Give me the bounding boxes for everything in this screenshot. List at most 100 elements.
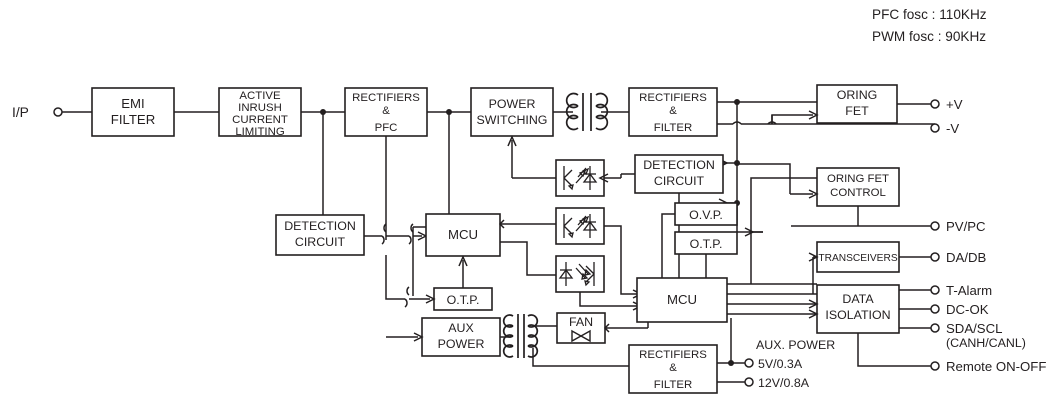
output-label-plus-v: +V: [946, 97, 963, 112]
optocoupler-1: [555, 159, 605, 197]
rect-pfc-label-line2: &: [382, 105, 390, 117]
terminal-da-db: [930, 252, 940, 262]
input-label: I/P: [12, 105, 29, 120]
arrow-into-power-switching: [507, 135, 517, 147]
wire-oringctrl-sense: [737, 163, 791, 194]
rect-filter-label-line3: FILTER: [654, 122, 692, 134]
arrow-into-mcu-pri-right: [498, 219, 505, 229]
mcu-secondary-label: MCU: [667, 292, 697, 307]
wire-into-oringctrl-top: [750, 177, 817, 284]
arrow-opto1-left: [598, 173, 609, 183]
wire-plus-rail-to-otp: [736, 203, 763, 233]
wire-hop-otp-1: [404, 286, 410, 308]
wire-hop-minus-v: [732, 121, 742, 125]
terminal-aux-12v: [744, 377, 754, 387]
output-label-sda-scl-line2: (CANH/CANL): [946, 336, 1026, 350]
arrow-into-oring-fet-control: [808, 189, 819, 199]
inrush-label-line1: ACTIVE: [239, 90, 281, 102]
note-pfc-fosc: PFC fosc : 110KHz: [872, 7, 987, 22]
arrow-otp-pri-to-mcu: [458, 255, 468, 267]
inrush-label-line4: LIMITING: [235, 126, 285, 138]
output-label-minus-v: -V: [946, 121, 959, 136]
power-switching-label-line1: POWER: [489, 97, 536, 111]
inrush-label-line3: CURRENT: [232, 114, 288, 126]
aux-power-label-line1: AUX: [448, 321, 473, 335]
arrow-otp-sense: [744, 227, 755, 237]
rect-filter-label-line2: &: [669, 105, 677, 117]
terminal-minus-v: [930, 123, 940, 133]
wire-hop-detection-1: [381, 223, 387, 245]
oring-fet-label-line1: ORING: [837, 88, 878, 102]
block-data-isolation: [816, 284, 900, 334]
ovp-label: O.V.P.: [689, 208, 723, 222]
block-power-switching: [470, 87, 554, 137]
block-active-inrush-current-limiting: [218, 87, 302, 137]
mcu-primary-label: MCU: [448, 227, 478, 242]
arrow-into-fan: [603, 323, 610, 333]
arrow-into-data-isolation-b: [808, 309, 819, 319]
block-mcu-primary: [425, 213, 501, 257]
block-detection-circuit-secondary: [634, 154, 724, 194]
oring-fet-control-label-line1: ORING FET: [827, 173, 889, 185]
optocoupler-2: [555, 207, 605, 245]
terminal-sda-scl: [930, 323, 940, 333]
otp-primary-label: O.T.P.: [447, 293, 480, 307]
detection-pri-label-line1: DETECTION: [284, 219, 356, 233]
rect-filter-aux-label-line1: RECTIFIERS: [639, 349, 707, 361]
fan-label: FAN: [569, 315, 593, 329]
rect-filter-aux-label-line2: &: [669, 362, 677, 374]
wire-mcu-pri-to-opto3: [500, 241, 545, 276]
block-rectifiers-pfc: [344, 87, 428, 137]
note-pwm-fosc: PWM fosc : 90KHz: [872, 29, 986, 44]
terminal-remote-on-off: [930, 361, 940, 371]
oring-fet-control-label-line2: CONTROL: [830, 187, 886, 199]
terminal-pv-pc: [930, 221, 940, 231]
inrush-label-line2: INRUSH: [238, 102, 282, 114]
wire-pfc-sense-down: [448, 112, 471, 228]
output-label-aux-12v: 12V/0.8A: [758, 376, 810, 390]
wire-opto3-out-to-mcu-sec: [579, 292, 637, 307]
block-detection-circuit-primary: [275, 214, 365, 256]
block-oring-fet-control: [816, 167, 900, 207]
wire-ovp-to-mcu: [661, 213, 675, 290]
wire-opto2-out-to-mcu-sec: [604, 225, 637, 295]
output-label-dc-ok: DC-OK: [946, 302, 989, 317]
power-switching-label-line2: SWITCHING: [477, 113, 548, 127]
rect-pfc-label-line3: PFC: [375, 122, 398, 134]
wire-detection-down-to-otp: [385, 255, 405, 300]
data-isolation-label-line1: DATA: [842, 292, 874, 306]
rect-filter-aux-label-line3: FILTER: [654, 379, 692, 391]
otp-secondary-label: O.T.P.: [690, 237, 723, 251]
oring-fet-label-line2: FET: [845, 104, 869, 118]
output-label-remote-on-off: Remote ON-OFF: [946, 359, 1046, 374]
terminal-aux-5v: [744, 358, 754, 368]
output-label-sda-scl-line1: SDA/SCL: [946, 321, 1002, 336]
block-mcu-secondary: [636, 277, 728, 323]
data-isolation-label-line2: ISOLATION: [825, 308, 890, 322]
terminal-dc-ok: [930, 304, 940, 314]
optocoupler-3: [555, 255, 605, 293]
output-label-t-alarm: T-Alarm: [946, 283, 992, 298]
emi-filter-label-line2: FILTER: [111, 112, 155, 127]
detection-sec-label-line1: DETECTION: [643, 158, 715, 172]
rect-pfc-label-line1: RECTIFIERS: [352, 92, 420, 104]
block-rectifiers-filter-aux: [628, 344, 718, 394]
input-terminal: [53, 107, 63, 117]
terminal-t-alarm: [930, 285, 940, 295]
output-label-aux-5v: 5V/0.3A: [758, 357, 803, 371]
aux-transformer: [502, 314, 539, 358]
main-transformer: [565, 92, 609, 131]
detection-pri-label-line2: CIRCUIT: [295, 235, 346, 249]
block-rectifiers-filter: [628, 87, 718, 137]
aux-power-output-header: AUX. POWER: [756, 338, 835, 352]
arrow-into-transceivers: [808, 252, 819, 262]
emi-filter-label-line1: EMI: [121, 96, 144, 111]
fan-icon: [571, 329, 591, 343]
arrow-into-aux-power: [413, 332, 424, 342]
aux-power-label-line2: POWER: [438, 337, 485, 351]
arrow-into-otp-pri: [425, 294, 436, 304]
terminal-plus-v: [930, 99, 940, 109]
wire-auxtransformer-to-rectfilter-aux: [532, 348, 629, 367]
transceivers-label: TRANSCEIVERS: [818, 253, 897, 264]
